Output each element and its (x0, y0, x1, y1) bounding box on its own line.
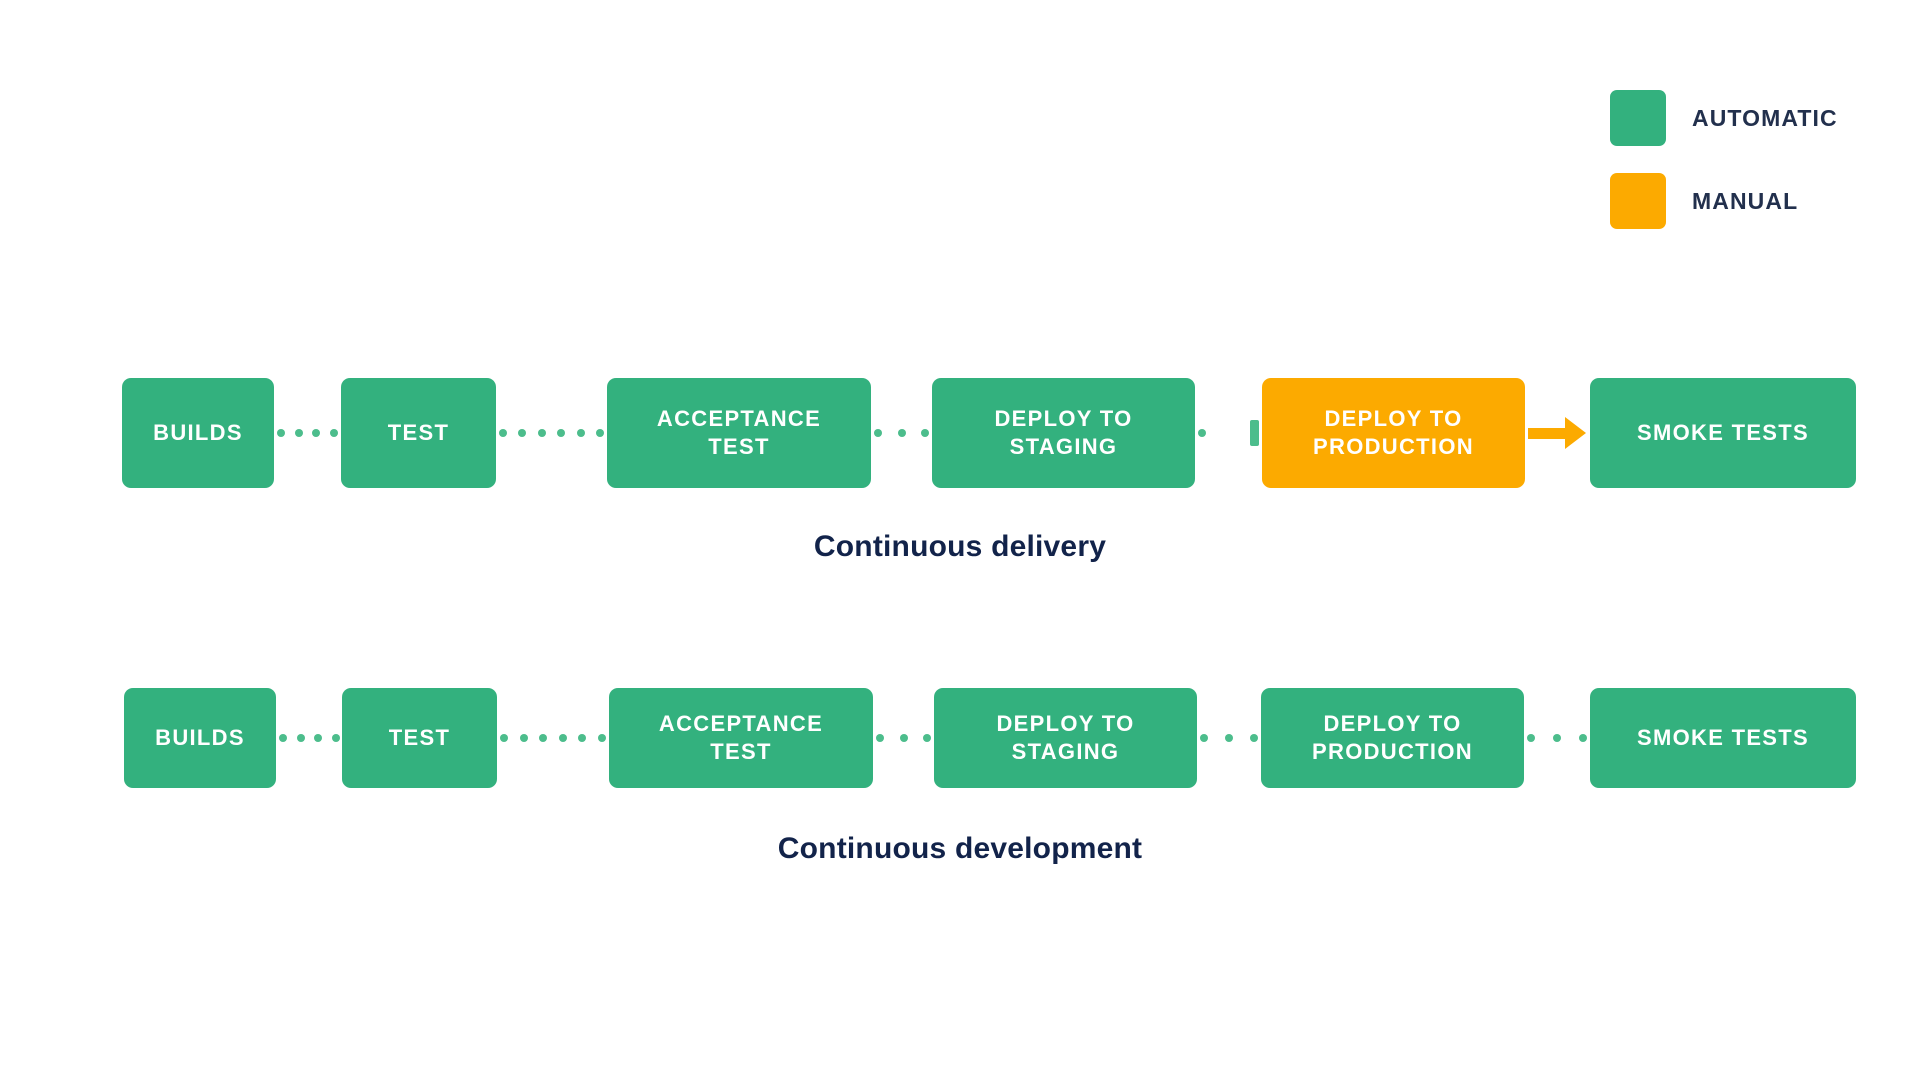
stage-label: DEPLOY TO STAGING (996, 710, 1135, 764)
connector-dot (1527, 734, 1535, 742)
green-square-swatch-icon (1610, 90, 1666, 146)
connector-dotted-line (874, 420, 929, 446)
legend-label-automatic: AUTOMATIC (1692, 104, 1838, 131)
connector-dot (279, 734, 287, 742)
connector-dot (499, 429, 507, 437)
connector-dotted-line (277, 420, 338, 446)
connector-dotted-line (1200, 725, 1258, 751)
stage-builds[interactable]: BUILDS (124, 688, 276, 788)
connector-dot (576, 429, 585, 437)
connector-dot (312, 429, 321, 437)
connector-dot (923, 734, 931, 742)
stage-deploy-to-production[interactable]: DEPLOY TO PRODUCTION (1262, 378, 1525, 488)
connector-dot (899, 734, 908, 742)
connector-dotted-line (1198, 420, 1259, 446)
connector-dot (557, 429, 566, 437)
stage-test[interactable]: TEST (342, 688, 497, 788)
orange-square-swatch-icon (1610, 173, 1666, 229)
pipeline-continuous-development: BUILDS TEST ACCEPTANCE TEST DEPLOY TO STAGI… (0, 688, 1920, 788)
stage-label: ACCEPTANCE TEST (658, 710, 824, 764)
stage-label: DEPLOY TO STAGING (994, 405, 1133, 459)
connector-dot (897, 429, 906, 437)
stage-smoke-tests[interactable]: SMOKE TESTS (1590, 688, 1856, 788)
connector-dotted-line (500, 725, 606, 751)
connector-dot (500, 734, 508, 742)
stage-deploy-to-staging[interactable]: DEPLOY TO STAGING (932, 378, 1195, 488)
connector-dot (329, 429, 338, 437)
connector-dot (1200, 734, 1208, 742)
connector-dot (1579, 734, 1587, 742)
connector-dot (876, 734, 884, 742)
stage-label: DEPLOY TO PRODUCTION (1312, 710, 1473, 764)
connector-dot (314, 734, 323, 742)
legend-item-manual: MANUAL (1610, 173, 1838, 229)
stage-label: BUILDS (155, 724, 245, 750)
connector-dash (1250, 420, 1259, 446)
connector-dot (519, 734, 528, 742)
stage-label: SMOKE TESTS (1637, 419, 1809, 445)
stage-label: SMOKE TESTS (1637, 724, 1809, 750)
connector-dotted-line (876, 725, 931, 751)
connector-dotted-line (499, 420, 604, 446)
connector-dotted-line (1527, 725, 1587, 751)
pipeline-caption-continuous-development: Continuous development (777, 832, 1143, 865)
connector-dot (294, 429, 303, 437)
connector-dot (1250, 734, 1258, 742)
connector-dot (921, 429, 929, 437)
stage-test[interactable]: TEST (341, 378, 496, 488)
stage-label: BUILDS (153, 419, 243, 445)
legend: AUTOMATIC MANUAL (1610, 90, 1838, 229)
connector-dot (539, 734, 548, 742)
connector-dot (537, 429, 546, 437)
connector-dot (296, 734, 305, 742)
stage-label: ACCEPTANCE TEST (656, 405, 822, 459)
connector-dot (277, 429, 285, 437)
stage-builds[interactable]: BUILDS (122, 378, 274, 488)
stage-deploy-to-staging[interactable]: DEPLOY TO STAGING (934, 688, 1197, 788)
stage-label: TEST (388, 724, 451, 750)
stage-label: DEPLOY TO PRODUCTION (1313, 405, 1474, 459)
connector-dot (1225, 734, 1233, 742)
legend-item-automatic: AUTOMATIC (1610, 90, 1838, 146)
connector-dot (874, 429, 882, 437)
arrow-head-icon (1565, 417, 1586, 449)
connector-dot (331, 734, 340, 742)
connector-dot (597, 734, 606, 742)
connector-dot (1198, 429, 1206, 437)
connector-dot (518, 429, 527, 437)
pipeline-track: BUILDS TEST ACCEPTANCE TEST DEPLOY TO STAGI… (0, 378, 1920, 488)
connector-dot (558, 734, 567, 742)
connector-dot (595, 429, 604, 437)
stage-acceptance-test[interactable]: ACCEPTANCE TEST (609, 688, 873, 788)
connector-arrow (1528, 417, 1587, 449)
connector-dot (1553, 734, 1561, 742)
arrow-shaft (1528, 427, 1566, 439)
legend-label-manual: MANUAL (1692, 187, 1799, 214)
pipeline-caption-continuous-delivery: Continuous delivery (813, 530, 1107, 563)
stage-acceptance-test[interactable]: ACCEPTANCE TEST (607, 378, 871, 488)
stage-deploy-to-production[interactable]: DEPLOY TO PRODUCTION (1261, 688, 1524, 788)
stage-label: TEST (387, 419, 450, 445)
pipeline-track: BUILDS TEST ACCEPTANCE TEST DEPLOY TO STAGI… (0, 688, 1920, 788)
connector-dot (578, 734, 587, 742)
stage-smoke-tests[interactable]: SMOKE TESTS (1590, 378, 1856, 488)
pipeline-continuous-delivery: BUILDS TEST ACCEPTANCE TEST DEPLOY TO STAGI… (0, 378, 1920, 488)
connector-dotted-line (279, 725, 340, 751)
